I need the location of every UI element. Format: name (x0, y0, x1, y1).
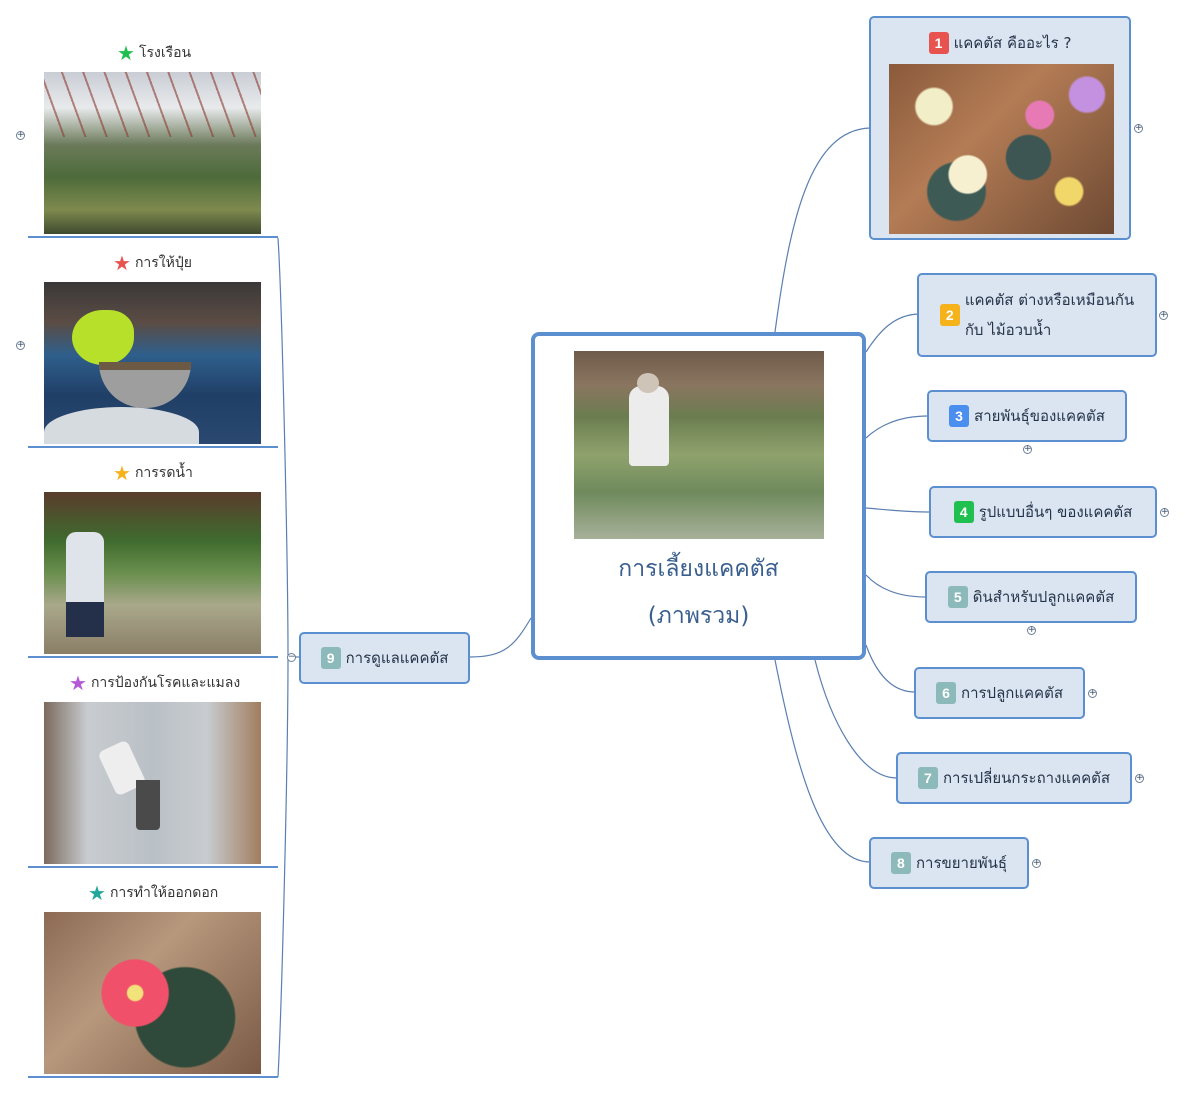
branch-label-5: ดินสำหรับปลูกแคคตัส (972, 588, 1115, 606)
branch-node-7[interactable]: 7 การเปลี่ยนกระถางแคคตัส (896, 752, 1132, 804)
care-subtopic-title-2[interactable]: ★ การให้ปุ๋ย (113, 252, 192, 274)
branch-label-3: สายพันธุ์ของแคคตัส (974, 407, 1105, 425)
central-topic[interactable]: การเลี้ยงแคคตัส (ภาพรวม) (531, 332, 866, 660)
expand-icon-2[interactable]: + (1159, 310, 1168, 320)
collapse-icon-9[interactable]: − (287, 652, 296, 662)
branch-image-1 (889, 64, 1114, 234)
connector-3 (865, 415, 929, 439)
care-subtopic-label-4: การป้องกันโรคและแมลง (90, 675, 241, 691)
expand-icon-1[interactable]: + (1134, 123, 1143, 133)
branch-label-2-line2: กับ ไม้อวบน้ำ (964, 321, 1052, 339)
care-subtopic-label-2: การให้ปุ๋ย (134, 255, 192, 271)
branch-label-6: การปลูกแคคตัส (961, 684, 1063, 702)
care-subtopic-title-4[interactable]: ★ การป้องกันโรคและแมลง (69, 672, 240, 694)
care-subtopic-underline-2 (28, 446, 278, 448)
branch-node-1[interactable]: 1 แคคตัส คืออะไร ? (869, 16, 1131, 240)
care-subtopic-image-1 (44, 72, 261, 234)
branch-node-9[interactable]: 9 การดูแลแคคตัส (299, 632, 470, 684)
connector-1 (774, 127, 871, 333)
care-subtopic-underline-4 (28, 866, 278, 868)
branch-label-1: แคคตัส คืออะไร ? (953, 34, 1072, 52)
number-badge-7: 7 (917, 767, 938, 789)
expand-icon-7[interactable]: + (1135, 773, 1144, 783)
number-badge-5: 5 (947, 586, 968, 608)
care-subtopic-underline-1 (28, 236, 278, 238)
star-icon-red: ★ (113, 251, 131, 275)
care-subtopic-image-5 (44, 912, 261, 1074)
branch-node-5[interactable]: 5 ดินสำหรับปลูกแคคตัส (925, 571, 1137, 623)
star-icon-purple: ★ (69, 671, 87, 695)
connector-7 (814, 659, 898, 779)
connector-9 (469, 617, 532, 658)
branch-node-8[interactable]: 8 การขยายพันธุ์ (869, 837, 1029, 889)
connector-6 (865, 644, 916, 693)
branch-node-6[interactable]: 6 การปลูกแคคตัส (914, 667, 1085, 719)
star-icon-green: ★ (117, 41, 135, 65)
care-subtopic-image-2 (44, 282, 261, 444)
expand-icon-5[interactable]: + (1027, 625, 1036, 635)
star-icon-orange: ★ (113, 461, 131, 485)
care-subtopic-title-3[interactable]: ★ การรดน้ำ (113, 462, 193, 484)
central-topic-image (574, 351, 824, 539)
care-subtopic-image-3 (44, 492, 261, 654)
care-subtopic-label-3: การรดน้ำ (134, 465, 193, 481)
care-subtopic-label-5: การทำให้ออกดอก (109, 885, 219, 901)
branch-label-7: การเปลี่ยนกระถางแคคตัส (942, 769, 1111, 787)
expand-icon-care-2[interactable]: + (16, 340, 25, 350)
care-subtopic-image-4 (44, 702, 261, 864)
care-subtopic-title-1[interactable]: ★ โรงเรือน (117, 42, 191, 64)
branch-node-4[interactable]: 4 รูปแบบอื่นๆ ของแคคตัส (929, 486, 1157, 538)
expand-icon-4[interactable]: + (1160, 507, 1169, 517)
expand-icon-6[interactable]: + (1088, 688, 1097, 698)
care-subtopic-underline-3 (28, 656, 278, 658)
number-badge-6: 6 (936, 682, 956, 704)
connector-4 (865, 507, 931, 513)
branch-label-2-line1: แคคตัส ต่างหรือเหมือนกัน (964, 291, 1135, 309)
care-subtopic-title-5[interactable]: ★ การทำให้ออกดอก (88, 882, 218, 904)
connector-2 (865, 313, 919, 353)
branch-label-8: การขยายพันธุ์ (915, 854, 1008, 872)
branch-node-2[interactable]: 2 แคคตัส ต่างหรือเหมือนกัน กับ ไม้อวบน้ำ (917, 273, 1157, 357)
number-badge-8: 8 (890, 852, 911, 874)
expand-icon-care-1[interactable]: + (16, 130, 25, 140)
care-subtopic-label-1: โรงเรือน (138, 45, 192, 61)
number-badge-3: 3 (949, 405, 970, 427)
expand-icon-3[interactable]: + (1023, 444, 1032, 454)
number-badge-9: 9 (320, 647, 341, 669)
connector-5 (865, 574, 927, 598)
branch-label-9: การดูแลแคคตัส (345, 649, 449, 667)
care-subtopic-underline-5 (28, 1076, 278, 1078)
connector-8 (774, 659, 871, 863)
number-badge-2: 2 (939, 304, 960, 326)
expand-icon-8[interactable]: + (1032, 858, 1041, 868)
number-badge-1: 1 (928, 32, 949, 54)
central-topic-title: การเลี้ยงแคคตัส (618, 556, 779, 582)
central-topic-subtitle: (ภาพรวม) (647, 603, 750, 629)
branch-label-4: รูปแบบอื่นๆ ของแคคตัส (978, 503, 1133, 521)
number-badge-4: 4 (953, 501, 974, 523)
branch-node-3[interactable]: 3 สายพันธุ์ของแคคตัส (927, 390, 1127, 442)
star-icon-teal: ★ (88, 881, 106, 905)
